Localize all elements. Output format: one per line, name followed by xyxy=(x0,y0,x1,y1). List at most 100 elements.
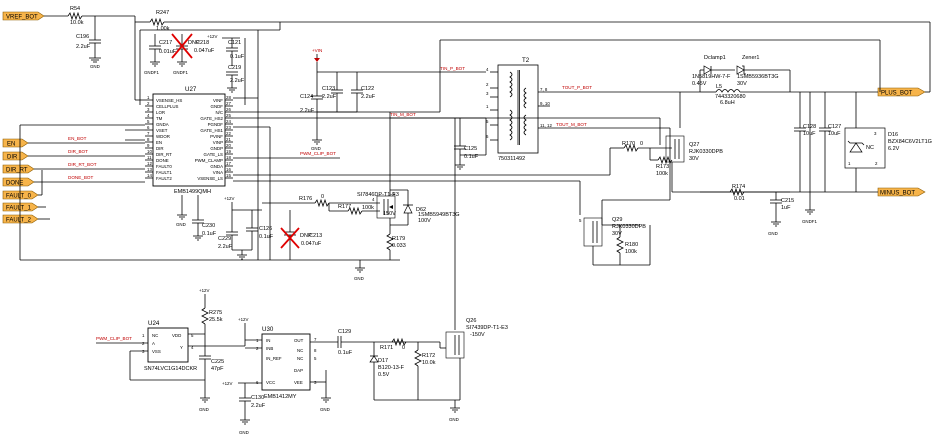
u27-pin-number: 12 xyxy=(147,161,152,166)
port-done[interactable]: DONE xyxy=(2,177,35,187)
svg-text:R171: R171 xyxy=(380,345,393,351)
svg-text:TOUT_P_BOT: TOUT_P_BOT xyxy=(562,85,592,90)
svg-text:GNDF1: GNDF1 xyxy=(144,70,159,75)
u27-pin-name: GNDA xyxy=(156,122,169,127)
svg-text:GND: GND xyxy=(90,64,100,69)
svg-text:IN: IN xyxy=(266,338,270,343)
u27-pin-number: 18 xyxy=(226,155,231,160)
svg-text:1N5819HW-7-F: 1N5819HW-7-F xyxy=(692,74,731,80)
port-minus[interactable]: MINUS_BOT xyxy=(877,187,926,197)
svg-text:DNP: DNP xyxy=(300,233,312,239)
svg-text:RJK0330DPB: RJK0330DPB xyxy=(689,149,723,155)
u27-left-pins: 1VSENSE_HS2CELLPLUS3LOR4TM5GNDA6VSET7WDO… xyxy=(145,95,182,181)
u27-pin-number: 25 xyxy=(226,113,231,118)
low-side-fet-section: R176 0 R177 100k SI7846DP-T1-E3 150V 4 5… xyxy=(262,112,460,281)
svg-text:C123: C123 xyxy=(322,86,335,92)
svg-text:+12V: +12V xyxy=(199,288,209,293)
port-plus[interactable]: PLUS_BOT xyxy=(877,87,926,97)
u27-pin-name: GATE_HS2 xyxy=(200,116,223,121)
svg-text:PWM_CLIP_BOT: PWM_CLIP_BOT xyxy=(96,336,132,341)
svg-text:Q29: Q29 xyxy=(612,217,622,223)
svg-text:2.2uF: 2.2uF xyxy=(300,108,315,114)
svg-text:1SMB5936BT3G: 1SMB5936BT3G xyxy=(737,74,779,80)
t2-transformer: T2 750311492 4 2 3 1 5 6 7, 8 9, 10 11, … xyxy=(454,57,560,330)
svg-text:INB: INB xyxy=(266,346,273,351)
svg-text:+VIN: +VIN xyxy=(312,48,322,53)
svg-text:C225: C225 xyxy=(211,359,224,365)
svg-text:VREF_BOT: VREF_BOT xyxy=(6,15,38,21)
svg-text:25.5k: 25.5k xyxy=(209,317,223,323)
svg-text:0.1uF: 0.1uF xyxy=(464,154,479,160)
u27-pin-number: 3 xyxy=(147,107,150,112)
svg-text:VEE: VEE xyxy=(294,380,303,385)
u27-pin-name: DONE xyxy=(156,158,169,163)
svg-text:C126: C126 xyxy=(259,226,272,232)
svg-text:3: 3 xyxy=(314,380,317,385)
u27-pin-number: 20 xyxy=(226,143,231,148)
port-en[interactable]: EN xyxy=(2,138,29,148)
u27-pin-name: VINA xyxy=(213,170,223,175)
sync-rect-section: R170 0 R173 100k Q27 RJK0330DPB 30V R174… xyxy=(500,135,794,266)
u27-pin-name: VSET xyxy=(156,128,168,133)
svg-text:FAULT_0: FAULT_0 xyxy=(6,194,32,200)
transformer-winding xyxy=(509,109,513,141)
u27-pin-number: 14 xyxy=(147,173,152,178)
svg-text:10uF: 10uF xyxy=(803,131,816,137)
u27-pin-name: PGNDF xyxy=(208,122,224,127)
svg-text:NC: NC xyxy=(297,356,303,361)
svg-text:1: 1 xyxy=(256,338,259,343)
svg-text:2.2uF: 2.2uF xyxy=(230,78,245,84)
svg-text:3: 3 xyxy=(142,349,145,354)
port-fault2[interactable]: FAULT_2 xyxy=(2,214,39,224)
svg-text:GND: GND xyxy=(320,407,330,412)
svg-text:EMB1412MY: EMB1412MY xyxy=(264,394,297,400)
svg-text:U24: U24 xyxy=(148,320,160,327)
u24-ic: U24 SN74LVC1G14DCKR NC A VSS VDD Y 1 2 3… xyxy=(96,288,245,412)
svg-text:B120-13-F: B120-13-F xyxy=(378,365,405,371)
svg-text:3: 3 xyxy=(874,131,877,136)
svg-text:2: 2 xyxy=(142,341,145,346)
svg-text:U30: U30 xyxy=(262,326,274,333)
svg-text:1: 1 xyxy=(142,333,145,338)
svg-text:150V: 150V xyxy=(383,211,396,217)
svg-text:FAULT_2: FAULT_2 xyxy=(6,218,32,224)
svg-text:11, 12: 11, 12 xyxy=(540,123,552,128)
svg-text:6: 6 xyxy=(486,134,489,139)
svg-text:5: 5 xyxy=(486,119,489,124)
svg-text:2.2uF: 2.2uF xyxy=(76,44,91,50)
port-dir[interactable]: DIR xyxy=(2,151,29,161)
svg-text:R176: R176 xyxy=(299,196,312,202)
svg-text:100k: 100k xyxy=(362,205,374,211)
u27-pin-number: 2 xyxy=(147,101,150,106)
svg-text:0: 0 xyxy=(321,194,324,200)
transformer-winding xyxy=(509,71,513,98)
svg-text:TIN_M_BOT: TIN_M_BOT xyxy=(390,112,416,117)
port-dir-rt[interactable]: DIR_RT xyxy=(2,164,35,174)
svg-text:PWM_CLIP_BOT: PWM_CLIP_BOT xyxy=(300,151,336,156)
svg-text:C217: C217 xyxy=(159,40,172,46)
port-vref[interactable]: VREF_BOT xyxy=(2,11,45,21)
svg-text:C122: C122 xyxy=(361,86,374,92)
u27-pin-name: DIR_RT xyxy=(156,152,172,157)
u27-pin-number: 19 xyxy=(226,149,231,154)
c218-dnp-group: DNP C218 0.047uF GNDF1 xyxy=(171,33,215,75)
svg-text:DIR: DIR xyxy=(7,155,18,161)
svg-text:PLUS_BOT: PLUS_BOT xyxy=(881,91,913,97)
c217-group: C217 0.01uF GNDF1 xyxy=(144,34,177,75)
u27-part: EMB1499QMH xyxy=(174,189,211,195)
port-fault1[interactable]: FAULT_1 xyxy=(2,202,39,212)
u27-pin-name: CELLPLUS xyxy=(156,104,179,109)
u27-pin-number: 6 xyxy=(147,125,150,130)
port-fault0[interactable]: FAULT_0 xyxy=(2,190,39,200)
svg-text:7, 8: 7, 8 xyxy=(540,87,548,92)
svg-text:VDD: VDD xyxy=(172,333,181,338)
u27-pin-name: GNDF xyxy=(211,104,224,109)
svg-text:1uF: 1uF xyxy=(781,205,791,211)
svg-text:4: 4 xyxy=(191,345,194,350)
u27-pin-number: 22 xyxy=(226,131,231,136)
svg-text:R179: R179 xyxy=(392,236,405,242)
svg-text:10uF: 10uF xyxy=(828,131,841,137)
svg-text:0.1uF: 0.1uF xyxy=(338,350,353,356)
u27-pin-number: 15 xyxy=(226,173,231,178)
svg-text:5: 5 xyxy=(191,333,194,338)
